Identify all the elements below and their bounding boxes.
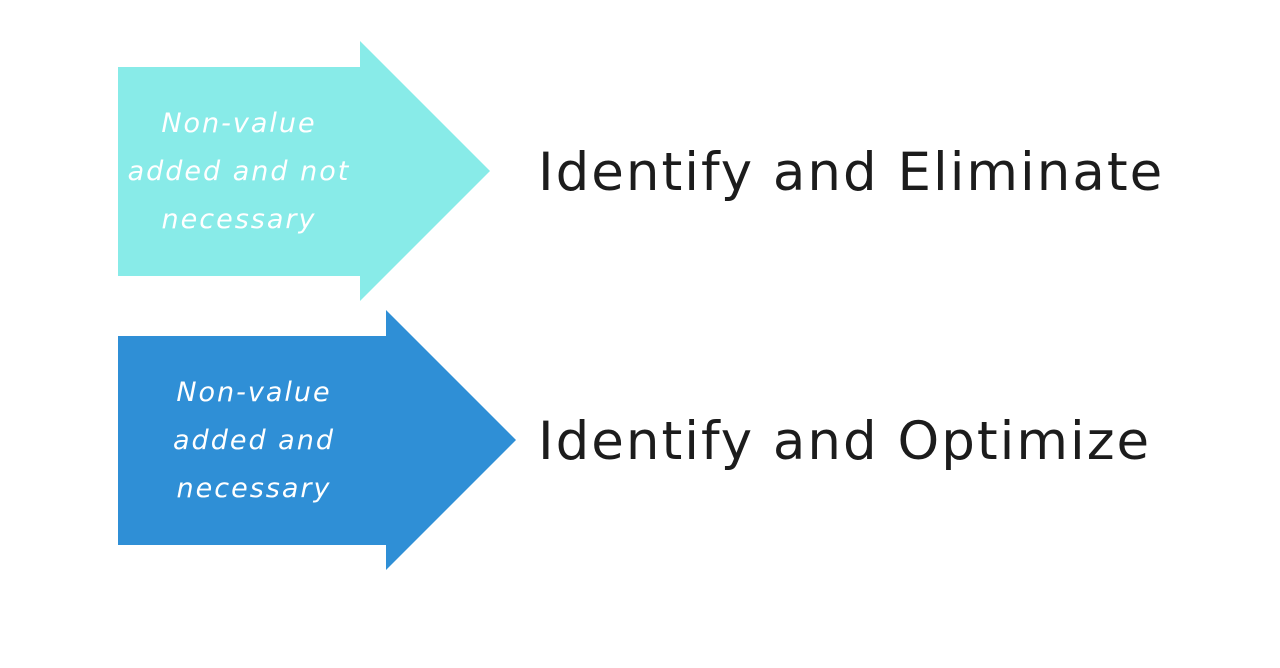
arrow-label-line: added and bbox=[173, 425, 335, 456]
arrow-label-non-value-not-necessary: Non-value added and not necessary bbox=[118, 100, 360, 244]
arrow-label-line: Non-value bbox=[176, 377, 332, 408]
arrow-label-line: necessary bbox=[176, 473, 332, 504]
action-identify-optimize: Identify and Optimize bbox=[538, 411, 1152, 472]
arrow-label-line: added and not bbox=[127, 156, 351, 187]
arrow-shape-dark bbox=[118, 310, 516, 570]
action-identify-eliminate: Identify and Eliminate bbox=[538, 142, 1165, 203]
arrow-label-line: Non-value bbox=[161, 108, 317, 139]
arrow-label-non-value-necessary: Non-value added and necessary bbox=[118, 369, 390, 513]
arrow-label-line: necessary bbox=[161, 204, 317, 235]
arrow-shape-light bbox=[118, 41, 490, 301]
